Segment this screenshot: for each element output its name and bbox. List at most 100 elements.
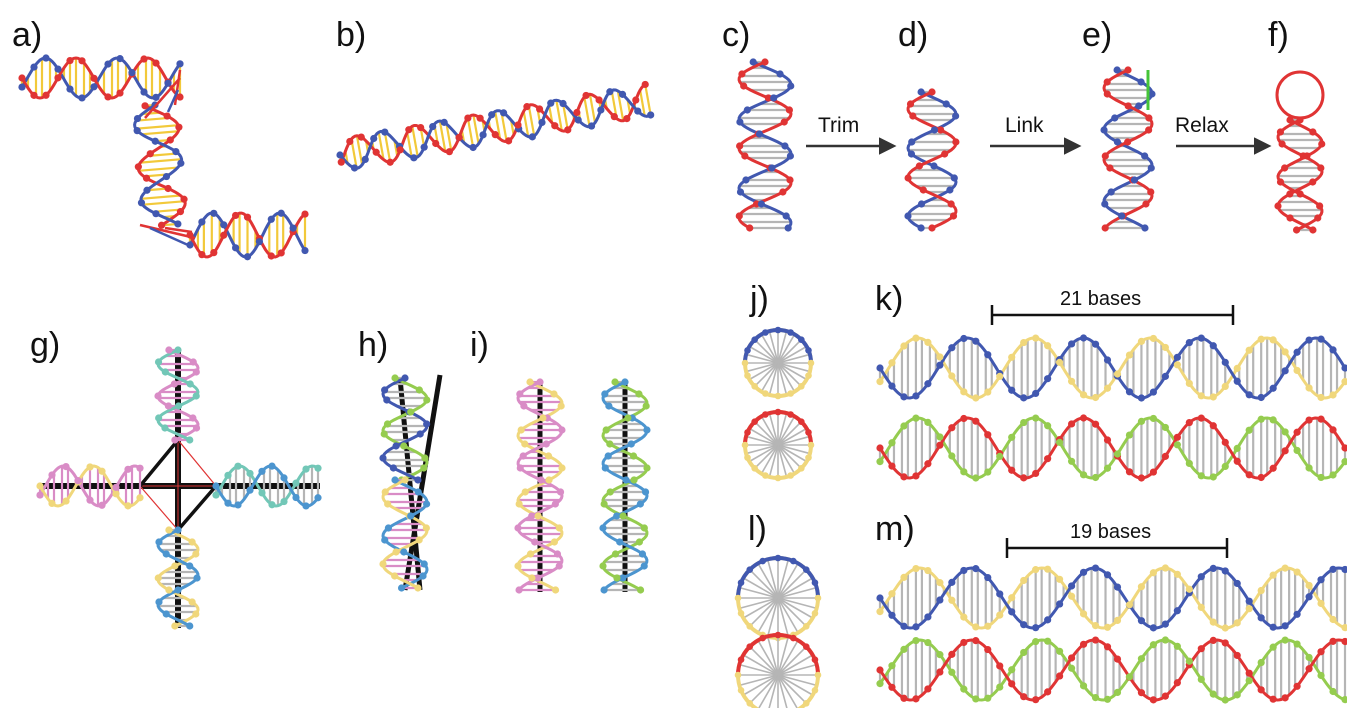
nucleotide-bead	[1149, 414, 1158, 423]
arm-top	[154, 346, 201, 444]
nucleotide-bead	[421, 454, 429, 462]
nucleotide-bead	[1245, 346, 1253, 354]
nucleotide-bead	[401, 374, 409, 382]
measure-label-m: 19 bases	[1070, 521, 1151, 543]
panel-label-j: j)	[749, 280, 769, 318]
base-pair-spoke	[758, 674, 779, 708]
panel-label-a: a)	[12, 16, 42, 54]
nucleotide-bead	[1147, 188, 1155, 196]
nucleotide-bead	[176, 60, 184, 68]
base-pair-spoke	[777, 569, 807, 599]
nucleotide-bead	[1245, 471, 1253, 479]
nucleotide-bead	[155, 538, 163, 546]
nucleotide-bead	[960, 566, 968, 575]
nucleotide-bead	[455, 133, 463, 142]
nucleotide-bead	[936, 441, 944, 449]
base-pair-spoke	[745, 435, 779, 446]
nucleotide-bead	[528, 133, 536, 141]
base-pair-rung	[135, 124, 179, 130]
nucleotide-bead	[396, 146, 404, 154]
nucleotide-bead	[1278, 140, 1286, 148]
nucleotide-bead	[743, 106, 751, 114]
nucleotide-bead	[1341, 444, 1347, 452]
nucleotide-bead	[192, 550, 200, 558]
nucleotide-bead	[811, 579, 819, 586]
nucleotide-bead	[1020, 693, 1028, 701]
nucleotide-bead	[544, 452, 553, 460]
nucleotide-bead	[1141, 152, 1149, 160]
base-pair-rung	[616, 90, 625, 121]
nucleotide-bead	[737, 656, 745, 663]
nucleotide-bead	[1245, 677, 1253, 685]
backbone-strand	[214, 464, 320, 508]
nucleotide-bead	[908, 138, 916, 146]
nucleotide-bead	[1269, 623, 1277, 631]
nucleotide-bead	[1329, 615, 1337, 624]
nucleotide-bead	[1032, 624, 1040, 632]
nucleotide-bead	[782, 212, 790, 220]
nucleotide-bead	[516, 464, 524, 472]
nucleotide-bead	[582, 91, 590, 100]
nucleotide-bead	[924, 380, 932, 388]
nucleotide-bead	[996, 452, 1004, 460]
nucleotide-bead	[790, 557, 797, 565]
nucleotide-bead	[774, 326, 782, 334]
nucleotide-bead	[514, 562, 522, 570]
nucleotide-bead	[1091, 694, 1100, 702]
nucleotide-bead	[166, 136, 174, 144]
base-pair-spoke	[760, 334, 779, 364]
nucleotide-bead	[888, 662, 896, 670]
nucleotide-bead	[171, 562, 179, 570]
end-view-top	[741, 326, 815, 400]
panel-label-e: e)	[1082, 16, 1112, 54]
nucleotide-bead	[1137, 655, 1146, 663]
nucleotide-bead	[996, 611, 1004, 619]
nucleotide-bead	[161, 368, 169, 376]
nucleotide-bead	[98, 467, 106, 475]
nucleotide-bead	[900, 694, 908, 702]
panel-label-d: d)	[898, 16, 928, 54]
nucleotide-bead	[1149, 468, 1158, 476]
nucleotide-bead	[1101, 152, 1109, 160]
nucleotide-bead	[936, 433, 944, 441]
nucleotide-bead	[984, 573, 992, 582]
nucleotide-bead	[152, 59, 160, 67]
base-pair-spoke	[777, 444, 802, 469]
nucleotide-bead	[900, 422, 908, 430]
nucleotide-bead	[948, 596, 956, 604]
nucleotide-bead	[1317, 576, 1325, 584]
nucleotide-bead	[928, 224, 936, 232]
nucleotide-bead	[243, 213, 252, 221]
nucleotide-bead	[381, 536, 389, 544]
nucleotide-bead	[1103, 464, 1112, 472]
nucleotide-bead	[1079, 391, 1088, 399]
nucleotide-bead	[930, 162, 938, 170]
nucleotide-bead	[1286, 116, 1294, 124]
nucleotide-bead	[550, 390, 558, 398]
nucleotide-bead	[1056, 575, 1064, 583]
nucleotide-bead	[384, 524, 392, 532]
base-pair-spoke	[768, 674, 779, 708]
nucleotide-bead	[172, 147, 180, 156]
nucleotide-bead	[1124, 102, 1132, 110]
base-pair-spoke	[754, 421, 779, 446]
backbone-strand	[878, 416, 1347, 480]
backbone-strand	[381, 478, 429, 590]
nucleotide-bead	[805, 347, 812, 354]
nucleotide-bead	[491, 131, 499, 139]
nucleotide-bead	[984, 468, 992, 476]
nucleotide-bead	[1056, 672, 1064, 680]
nucleotide-bead	[734, 671, 742, 679]
nucleotide-bead	[198, 218, 206, 226]
nucleotide-bead	[984, 388, 992, 396]
nucleotide-bead	[381, 488, 389, 496]
nucleotide-bead	[915, 162, 923, 170]
nucleotide-bead	[1149, 624, 1158, 632]
nucleotide-bead	[78, 57, 86, 65]
base-pair-spoke	[777, 334, 796, 364]
helix-i-left	[514, 378, 566, 594]
base-pair-spoke	[749, 345, 779, 364]
nucleotide-bead	[888, 359, 896, 367]
nucleotide-bead	[1173, 570, 1181, 578]
nucleotide-bead	[302, 502, 310, 510]
